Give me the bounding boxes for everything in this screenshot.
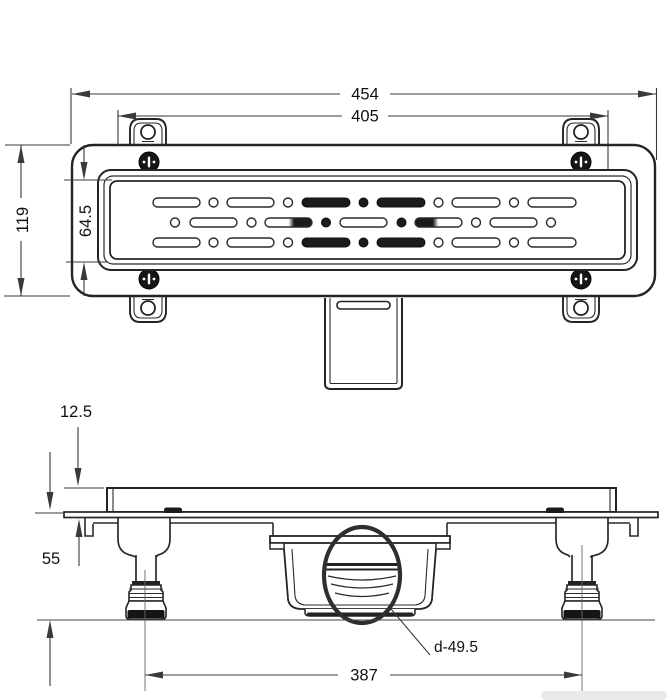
- screw-bottom-left: [138, 268, 160, 290]
- screw-top-left: [138, 151, 160, 173]
- side-view: 12.5 55 387 d-49.5: [35, 403, 667, 700]
- trap-diameter-circle: [321, 524, 403, 626]
- ear-hole: [140, 300, 156, 316]
- flange: [35, 507, 659, 519]
- trap-internal-lines: [326, 563, 398, 598]
- dim-body-width: 119: [4, 144, 70, 297]
- dim-outlet-diameter-label: d-49.5: [434, 639, 478, 656]
- dim-body-depth: 55: [42, 519, 83, 686]
- dim-mount-spacing: 405: [117, 108, 609, 170]
- cover-plate: [106, 487, 617, 513]
- dim-grate-thickness: 12.5: [46, 403, 104, 510]
- watermark-band: [541, 691, 667, 700]
- dim-overall-length: 454: [70, 86, 658, 160]
- dim-outlet-diameter: d-49.5: [390, 608, 478, 656]
- outlet-box: [324, 298, 403, 390]
- dim-body-width-label: 119: [14, 207, 32, 233]
- channel-underside: [84, 517, 639, 537]
- retainer-clip-left: [164, 507, 182, 513]
- retainer-clip-right: [546, 507, 564, 513]
- ear-hole: [140, 124, 156, 140]
- grate: [152, 197, 577, 248]
- mounting-ear-top-left: [129, 118, 167, 147]
- leg-left: [117, 517, 171, 582]
- ear-hole: [573, 300, 589, 316]
- dim-body-depth-label: 55: [42, 550, 60, 568]
- dim-grate-thickness-label: 12.5: [60, 403, 92, 421]
- dim-overall-length-label: 454: [351, 86, 379, 104]
- foot-left: [125, 581, 167, 621]
- dim-grate-width-label: 64.5: [77, 205, 95, 237]
- top-view: 454 405 119 64.5: [4, 86, 658, 390]
- dim-feet-spacing: 387: [145, 667, 582, 685]
- mounting-ear-bottom-right: [562, 294, 600, 323]
- leg-right: [555, 517, 609, 582]
- mounting-ear-bottom-left: [129, 294, 167, 323]
- ear-hole: [573, 124, 589, 140]
- dim-mount-spacing-label: 405: [351, 108, 379, 126]
- dim-feet-spacing-label: 387: [350, 667, 378, 685]
- mounting-ear-top-right: [562, 118, 600, 147]
- dim-grate-width: 64.5: [64, 145, 112, 296]
- screw-bottom-right: [570, 268, 592, 290]
- siphon-trap: [269, 523, 451, 626]
